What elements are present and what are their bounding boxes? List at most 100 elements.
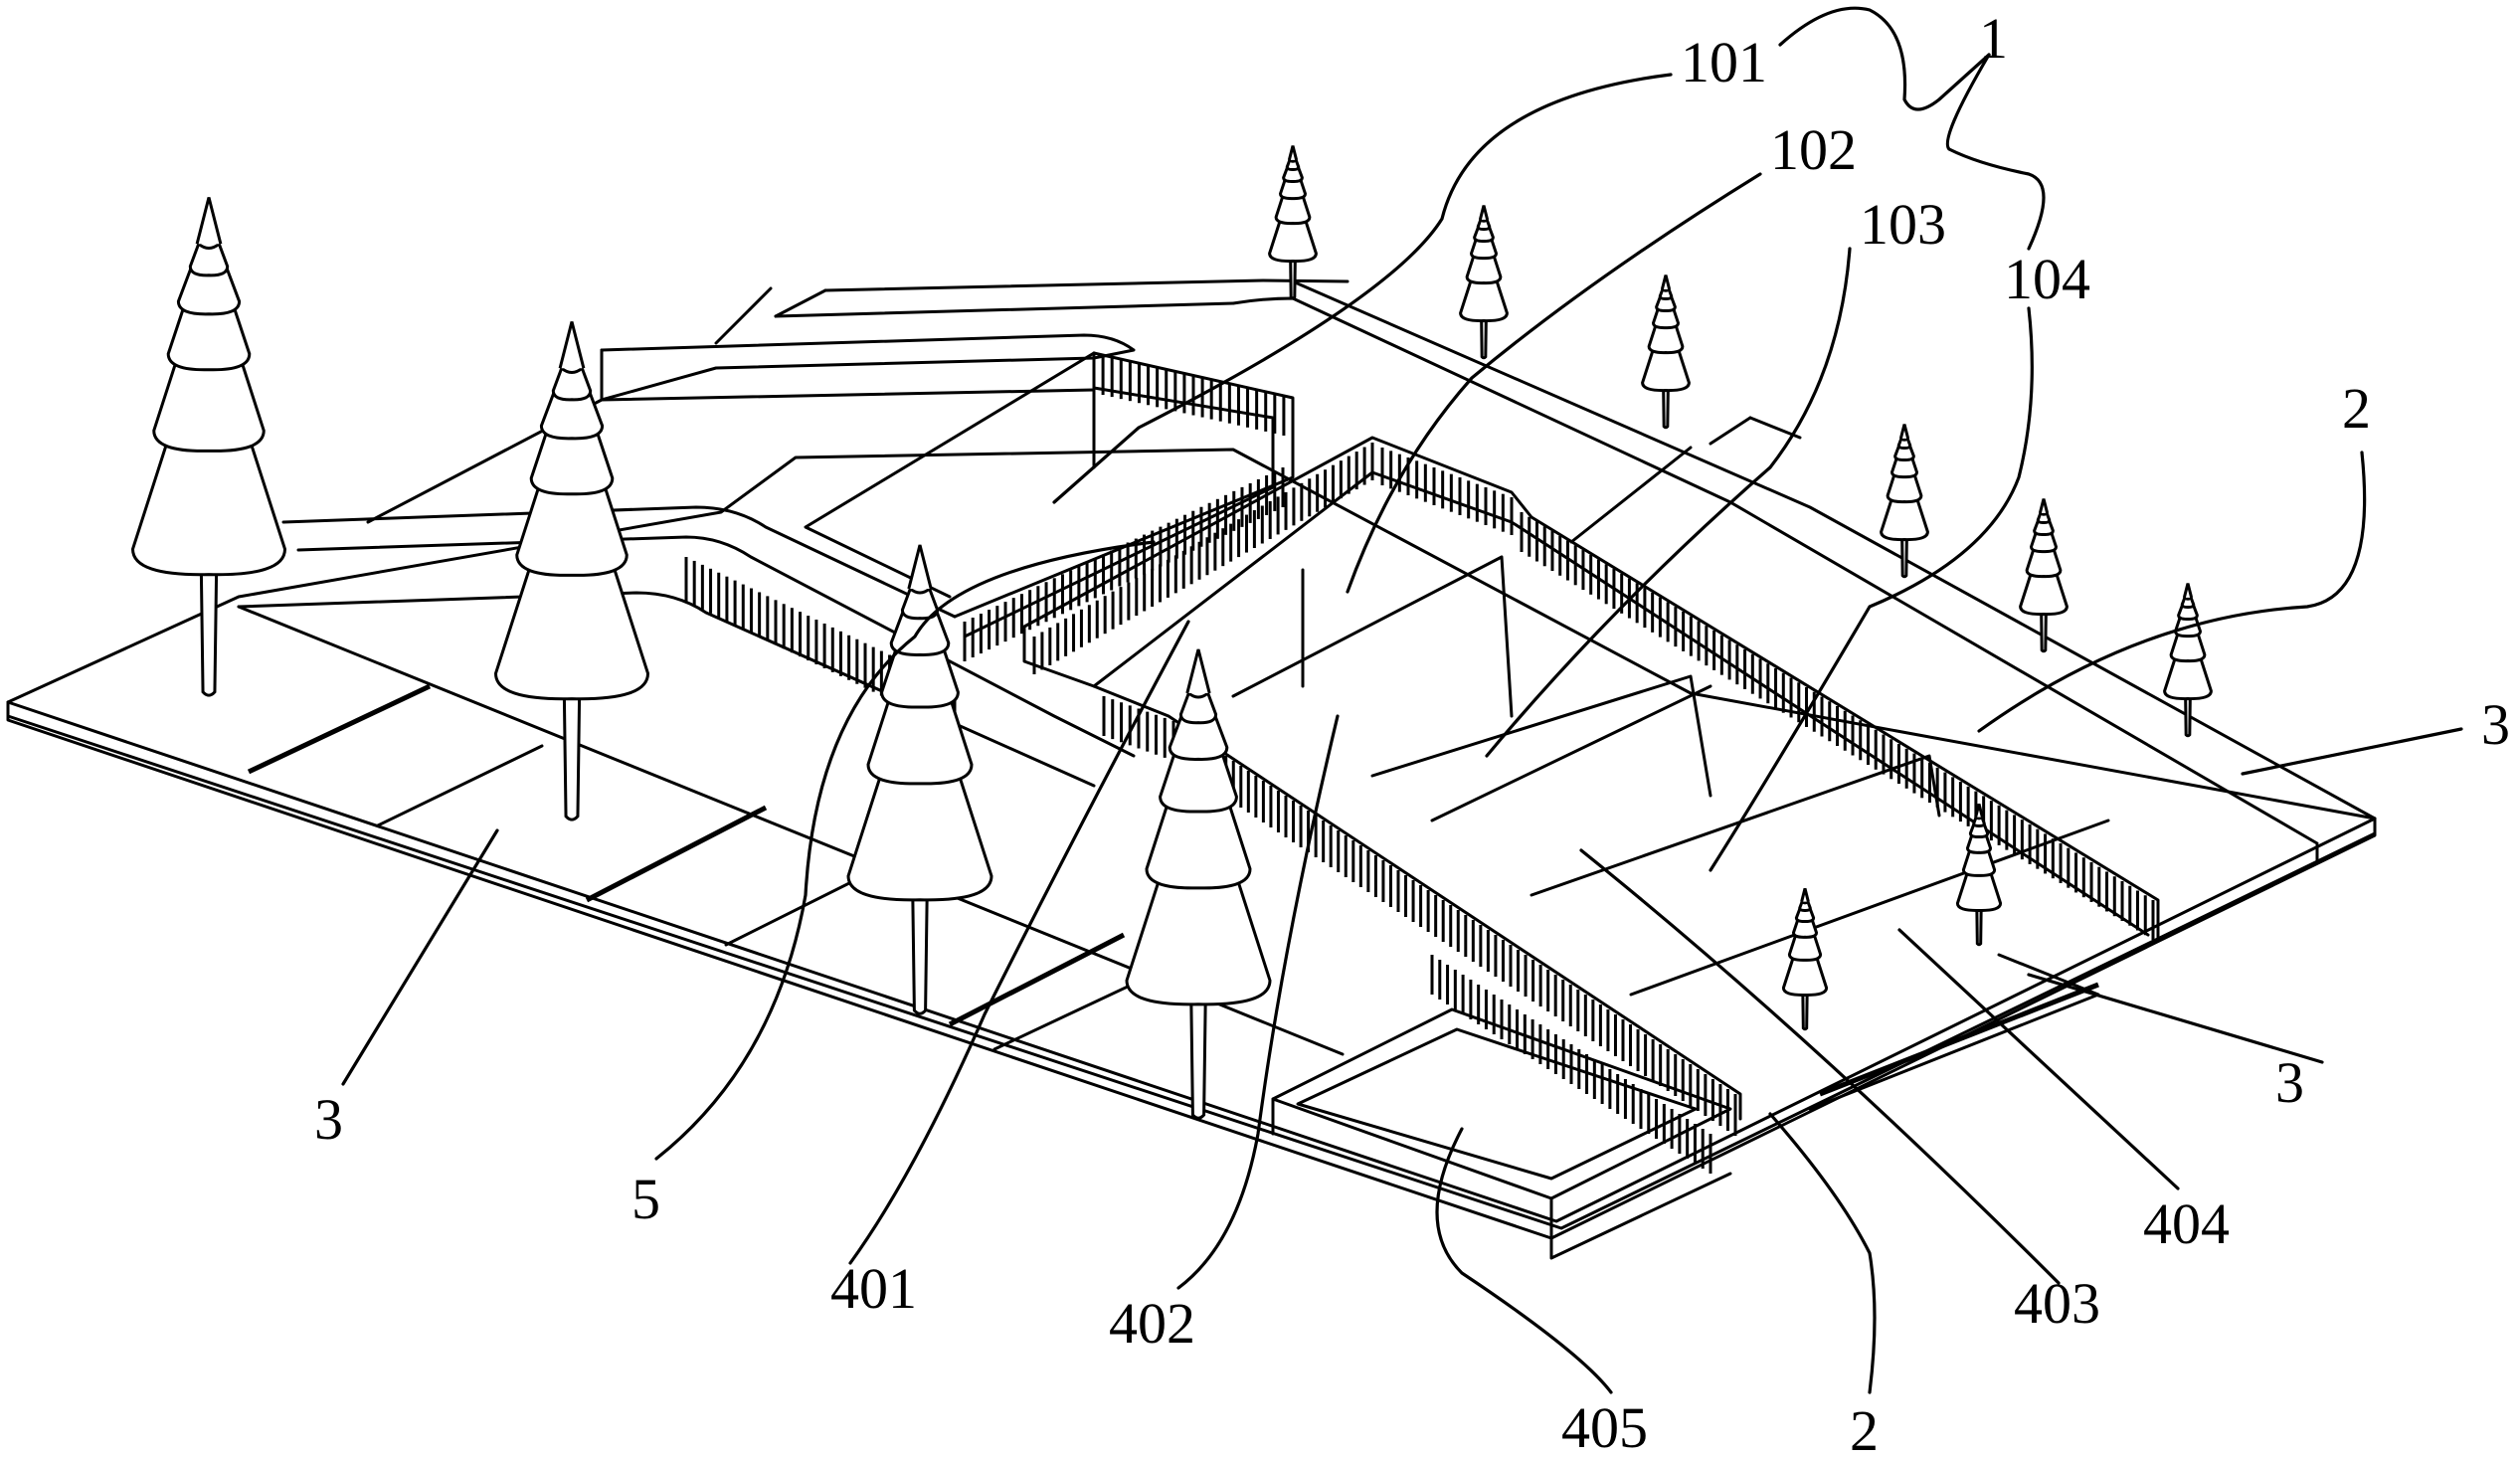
tree-tier: [1880, 497, 1929, 542]
walkway-rail-top-2: [296, 535, 1136, 758]
label-103: 103: [1860, 192, 1946, 257]
tree-trunk: [1662, 388, 1670, 430]
label-2-top: 2: [2342, 376, 2371, 441]
large-tree: [130, 197, 287, 697]
tree-tip: [907, 544, 933, 590]
tree-tier: [1972, 815, 1986, 828]
tree-tier: [1178, 690, 1218, 725]
tree-trunk: [2184, 696, 2192, 738]
tree-trunk: [1975, 908, 1983, 947]
tree-trunk: [2040, 612, 2048, 653]
terrace-cross-line-2: [1569, 446, 1693, 544]
leader-1b: [1945, 53, 2046, 251]
terrace-top-back: [823, 278, 1350, 292]
tree-tip: [2182, 583, 2194, 599]
label-5: 5: [631, 1167, 660, 1231]
leader-401: [848, 620, 1190, 1265]
enclosure-front-rail: [1092, 684, 1742, 1121]
tree-tier: [1285, 157, 1301, 172]
leader-1a: [1778, 6, 1991, 111]
tree-tier: [1896, 436, 1912, 451]
tree-tip: [1800, 888, 1810, 902]
leader-5: [654, 540, 1156, 1161]
leader-403: [1579, 848, 2061, 1285]
walkway-rail-top-1: [281, 505, 957, 619]
label-401: 401: [830, 1256, 917, 1321]
basin-405-inner: [1296, 1027, 1698, 1181]
tree-tip: [1287, 145, 1299, 161]
leader-405: [1435, 1127, 1613, 1394]
small-tree: [1781, 888, 1829, 1031]
walkway-rail-base: [237, 591, 1096, 788]
railing-hatching: [684, 353, 2155, 1174]
large-tree: [846, 544, 993, 1015]
small-tree: [1641, 274, 1691, 430]
basin-405-front-wall: [1549, 1172, 1732, 1260]
partition-403: [1370, 674, 1712, 798]
large-tree: [493, 321, 650, 821]
tree-tier: [2180, 595, 2196, 610]
paving-joint-5: [948, 932, 1126, 1027]
tree-tier: [1641, 348, 1691, 393]
tree-trunk: [911, 894, 929, 1015]
tree-trunk: [562, 693, 582, 821]
tree-tip: [1660, 274, 1672, 290]
leader-2-top: [1977, 451, 2367, 733]
leader-102: [1346, 172, 1762, 594]
label-3-right-lower: 3: [2275, 1050, 2304, 1115]
terrace-step: [774, 288, 827, 318]
small-tree: [2019, 498, 2069, 653]
small-tree: [2163, 583, 2213, 738]
tree-tier: [1781, 956, 1829, 997]
retaining-wall-top-link: [714, 286, 773, 345]
partition-404: [1530, 754, 1941, 897]
tree-trunk: [1189, 999, 1207, 1120]
leader-3-left: [341, 828, 499, 1086]
tree-trunk: [1480, 318, 1488, 360]
label-403: 403: [2014, 1271, 2100, 1336]
tree-tip: [1898, 424, 1910, 440]
pond-bold-edge: [1819, 982, 2099, 1097]
tree-trunk: [1900, 537, 1908, 579]
tree-tier: [188, 241, 230, 277]
tree-trunk: [1801, 993, 1809, 1031]
tree-tip: [1974, 804, 1984, 818]
leader-3-right-lower: [2027, 973, 2324, 1064]
ground-front-inner: [6, 700, 2377, 1223]
basin-405: [1271, 1007, 1732, 1260]
small-tree: [1880, 424, 1929, 579]
enclosure-railing-top: [1022, 436, 2160, 942]
leader-404: [1897, 928, 2180, 1190]
tree-tier: [130, 441, 287, 577]
paving-joint-2: [376, 744, 544, 827]
leader-lines: [341, 6, 2463, 1394]
reference-labels: 101 1 102 103 104 2 3 3 3 5 401 402 403 …: [314, 6, 2510, 1459]
leader-2-bottom: [1768, 1112, 1877, 1394]
leader-103: [1485, 247, 1852, 758]
small-tree: [1955, 804, 2003, 947]
tree-tier: [1658, 286, 1674, 301]
label-101: 101: [1681, 30, 1767, 94]
tree-tier: [1476, 217, 1492, 232]
tree-tier: [2163, 656, 2213, 701]
tree-tier: [1955, 871, 2003, 912]
tree-tip: [558, 321, 586, 369]
label-3-left: 3: [314, 1087, 343, 1152]
leader-3-right: [2241, 727, 2463, 776]
paving-joint-3: [585, 805, 768, 903]
tree-tip: [1185, 648, 1211, 694]
tree-tier: [551, 365, 593, 402]
basin-101-inner-edge: [804, 351, 1096, 599]
enclosure-railing-inner: [1022, 470, 2150, 937]
label-404: 404: [2143, 1191, 2230, 1256]
trees: [130, 145, 2213, 1120]
tree-tier: [2019, 572, 2069, 617]
terrace-top-line: [774, 301, 1235, 318]
tree-trunk: [199, 569, 219, 697]
paving-joint-1: [247, 683, 432, 775]
label-402: 402: [1109, 1291, 1195, 1356]
label-104: 104: [2004, 247, 2090, 311]
leader-402: [1176, 714, 1340, 1290]
